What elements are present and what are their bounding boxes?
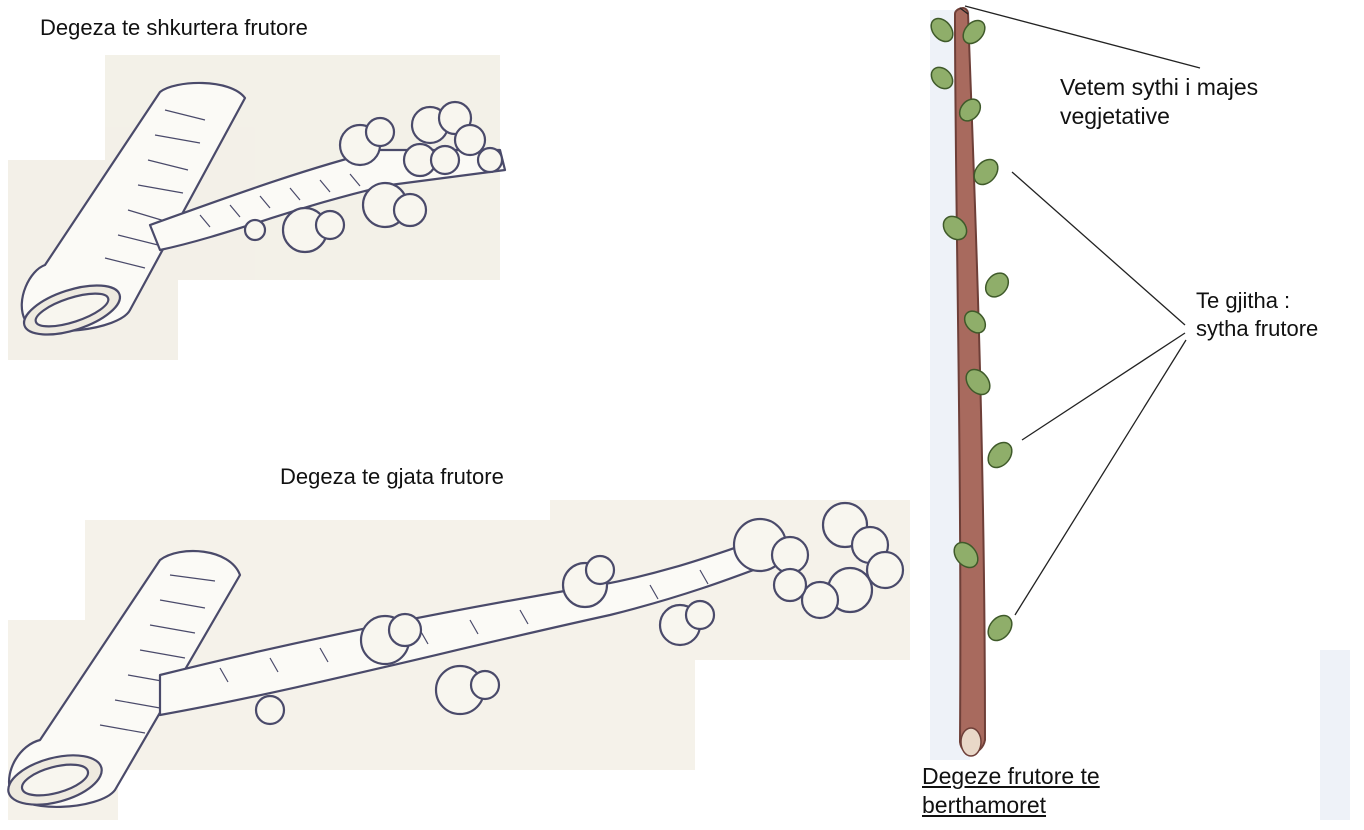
fruit-buds-line1: Te gjitha : [1196, 287, 1318, 315]
apex-bud-line1: Vetem sythi i majes [1060, 73, 1258, 102]
stone-fruit-line2: berthamoret [922, 791, 1100, 820]
apex-bud-line2: vegjetative [1060, 102, 1258, 131]
apex-bud-label: Vetem sythi i majes vegjetative [1060, 73, 1258, 131]
short-spurs-label: Degeza te shkurtera frutore [40, 14, 308, 42]
fruit-buds-label: Te gjitha : sytha frutore [1196, 287, 1318, 342]
fruit-buds-line2: sytha frutore [1196, 315, 1318, 343]
stone-fruit-line1: Degeze frutore te [922, 762, 1100, 791]
long-spurs-label: Degeza te gjata frutore [280, 463, 504, 491]
stone-fruit-label: Degeze frutore te berthamoret [922, 762, 1100, 820]
